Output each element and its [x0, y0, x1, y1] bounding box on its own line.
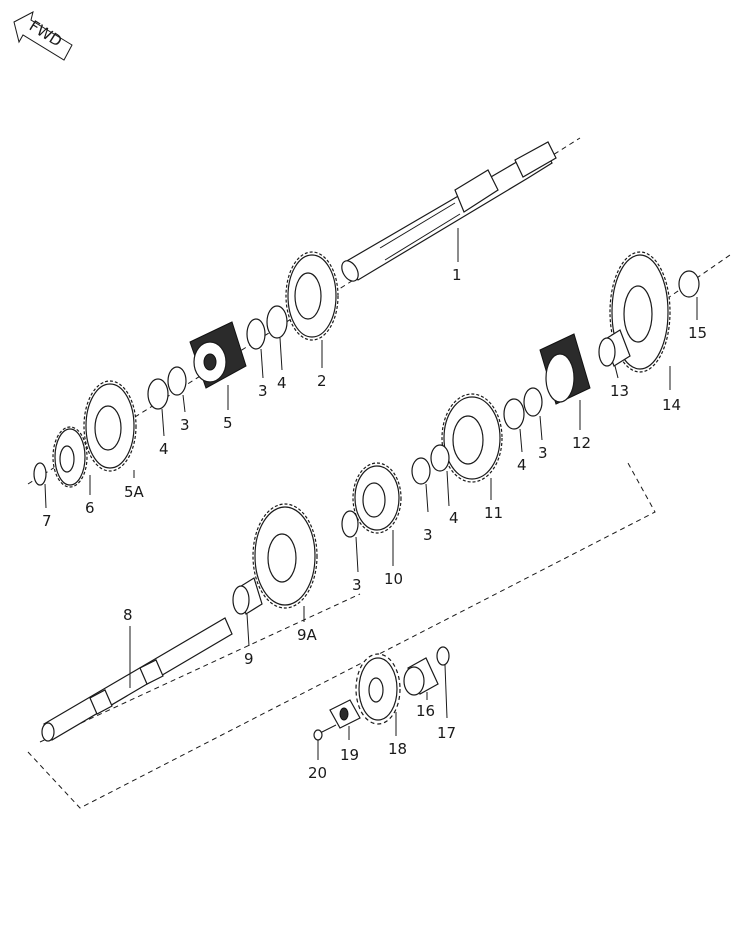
circlip-3d: [411, 457, 431, 485]
callout-5a: 5A: [124, 483, 145, 501]
callout-12: 12: [572, 434, 591, 452]
washer-7: [33, 462, 47, 486]
main-shaft: [341, 141, 557, 282]
callout-3e: 3: [352, 576, 362, 594]
callout-17: 17: [437, 724, 456, 742]
counter-shaft: [41, 617, 233, 742]
gear-5a: [83, 380, 137, 472]
bushing-9: [232, 577, 263, 615]
ring-4a: [266, 305, 288, 339]
fwd-label: FWD: [26, 17, 65, 51]
callout-3d: 3: [423, 526, 433, 544]
callout-10: 10: [384, 570, 403, 588]
callout-3c: 3: [538, 444, 548, 462]
gear-11: [441, 393, 503, 483]
callout-5: 5: [223, 414, 233, 432]
ring-17: [436, 646, 450, 666]
callout-4d: 4: [449, 509, 459, 527]
gear-10: [352, 462, 402, 534]
callout-4b: 4: [159, 440, 169, 458]
bushing-13: [598, 329, 631, 367]
callout-20: 20: [308, 764, 327, 782]
callout-9: 9: [244, 650, 254, 668]
callout-15: 15: [688, 324, 707, 342]
gear-9a: [252, 503, 318, 609]
gear-6: [52, 426, 88, 488]
plate-19: [329, 699, 361, 729]
bolt-20: [313, 724, 337, 741]
counter-axis-line: [39, 593, 361, 743]
callout-13: 13: [610, 382, 629, 400]
ring-4d: [430, 444, 450, 472]
callout-1: 1: [452, 266, 462, 284]
ring-15: [678, 270, 700, 298]
callout-9a: 9A: [297, 626, 318, 644]
gear-12: [539, 333, 591, 405]
callout-2: 2: [317, 372, 327, 390]
callout-6: 6: [85, 499, 95, 517]
circlip-3e: [341, 510, 359, 538]
callout-18: 18: [388, 740, 407, 758]
callout-19: 19: [340, 746, 359, 764]
circlip-3c: [523, 387, 543, 417]
gear-2: [285, 251, 339, 341]
callout-3b: 3: [180, 416, 190, 434]
ring-4c: [503, 398, 525, 430]
sprocket-18: [355, 653, 401, 725]
callout-4a: 4: [277, 374, 287, 392]
callout-7: 7: [42, 512, 52, 530]
callout-11: 11: [484, 504, 503, 522]
callout-3a: 3: [258, 382, 268, 400]
callout-16: 16: [416, 702, 435, 720]
ring-4b: [147, 378, 169, 410]
gear-5: [189, 321, 247, 389]
callout-14: 14: [662, 396, 681, 414]
bushing-16: [403, 657, 439, 696]
circlip-3b: [167, 366, 187, 396]
fwd-arrow-icon: FWD: [13, 11, 73, 61]
circlip-3a: [246, 318, 266, 350]
callout-4c: 4: [517, 456, 527, 474]
callout-8: 8: [123, 606, 133, 624]
